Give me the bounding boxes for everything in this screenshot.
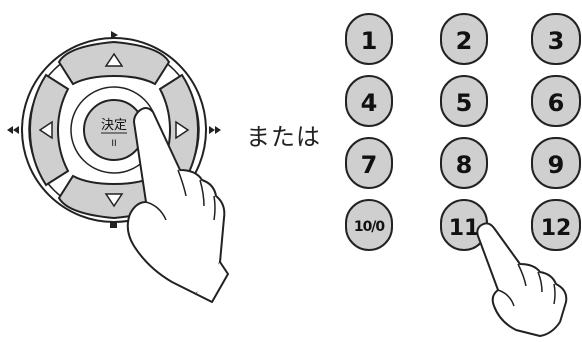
number-keypad: 1 2 3 4 5 6 — [345, 13, 581, 337]
pointing-hand-icon — [476, 222, 568, 337]
key-12-label: 12 — [541, 216, 572, 241]
key-4-label: 4 — [361, 89, 378, 117]
up-triangle-icon — [104, 52, 124, 67]
key-9-label: 9 — [548, 151, 565, 179]
key-7[interactable]: 7 — [345, 137, 393, 189]
rewind-icon — [7, 126, 19, 134]
left-triangle-icon — [38, 120, 53, 140]
key-3-label: 3 — [548, 27, 565, 55]
key-2-label: 2 — [456, 27, 473, 55]
enter-button-label: 決定 — [101, 118, 127, 133]
or-label: または — [246, 123, 321, 151]
play-icon — [111, 31, 118, 39]
key-10-0-label: 10/0 — [354, 219, 386, 235]
key-5-label: 5 — [456, 89, 473, 117]
key-7-label: 7 — [361, 151, 378, 179]
stop-icon — [110, 221, 117, 228]
key-2[interactable]: 2 — [440, 13, 488, 65]
fast-forward-icon — [209, 126, 221, 134]
dpad: 決定 II — [7, 31, 229, 303]
key-11-label: 11 — [449, 216, 480, 241]
key-3[interactable]: 3 — [531, 13, 581, 65]
enter-button-sublabel: II — [111, 139, 116, 149]
key-4[interactable]: 4 — [345, 75, 393, 127]
key-10-0[interactable]: 10/0 — [345, 199, 393, 251]
key-6[interactable]: 6 — [531, 75, 581, 127]
down-triangle-icon — [104, 193, 124, 208]
key-8[interactable]: 8 — [440, 137, 488, 189]
key-5[interactable]: 5 — [440, 75, 488, 127]
right-triangle-icon — [175, 120, 190, 140]
key-8-label: 8 — [456, 151, 473, 179]
key-6-label: 6 — [548, 89, 565, 117]
key-1[interactable]: 1 — [345, 13, 393, 65]
pointing-hand-icon — [126, 107, 229, 303]
key-1-label: 1 — [361, 27, 378, 55]
key-12[interactable]: 12 — [531, 199, 581, 251]
key-9[interactable]: 9 — [531, 137, 581, 189]
